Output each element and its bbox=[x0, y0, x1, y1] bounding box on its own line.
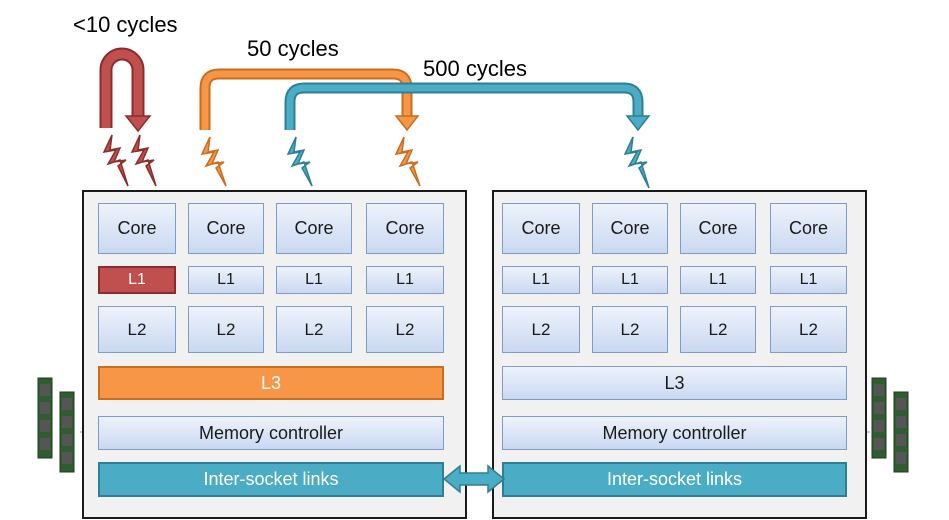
core-block: Core bbox=[770, 203, 847, 254]
l2-cache: L2 bbox=[188, 306, 264, 353]
request-bolts bbox=[102, 134, 650, 189]
core-block: Core bbox=[502, 203, 580, 254]
bolt-icon bbox=[286, 136, 313, 187]
l1-cache: L1 bbox=[188, 266, 264, 294]
l1-latency-arrow bbox=[99, 47, 152, 133]
remote-latency-arrow bbox=[284, 82, 651, 132]
l2-cache: L2 bbox=[276, 306, 352, 353]
l1-cache: L1 bbox=[366, 266, 444, 294]
l3-cache: L3 bbox=[502, 366, 847, 400]
bolt-icon bbox=[130, 134, 157, 187]
inter-socket-links: Inter-socket links bbox=[502, 462, 847, 497]
l1-latency-label: <10 cycles bbox=[73, 12, 178, 37]
l2-cache: L2 bbox=[770, 306, 847, 353]
memory-controller: Memory controller bbox=[502, 416, 847, 450]
l3-cache-accessed: L3 bbox=[98, 366, 444, 400]
l1-cache: L1 bbox=[680, 266, 756, 294]
bolt-icon bbox=[200, 136, 227, 187]
core-block: Core bbox=[680, 203, 756, 254]
bolt-icon bbox=[623, 136, 650, 189]
l3-latency-label: 50 cycles bbox=[247, 36, 339, 61]
bolt-icon bbox=[102, 134, 129, 187]
l1-cache: L1 bbox=[276, 266, 352, 294]
l3-latency-arrow bbox=[199, 68, 420, 132]
core-block: Core bbox=[366, 203, 444, 254]
remote-latency-label: 500 cycles bbox=[423, 56, 527, 81]
l2-cache: L2 bbox=[366, 306, 444, 353]
memory-module-icons-left bbox=[37, 377, 75, 473]
l2-cache: L2 bbox=[680, 306, 756, 353]
bolt-icon bbox=[394, 136, 421, 187]
l1-cache: L1 bbox=[770, 266, 847, 294]
l2-cache: L2 bbox=[592, 306, 668, 353]
l1-cache: L1 bbox=[502, 266, 580, 294]
l1-cache: L1 bbox=[592, 266, 668, 294]
core-block: Core bbox=[188, 203, 264, 254]
l1-cache-accessed: L1 bbox=[98, 266, 176, 294]
core-block: Core bbox=[276, 203, 352, 254]
l2-cache: L2 bbox=[98, 306, 176, 353]
core-block: Core bbox=[98, 203, 176, 254]
memory-module-icons-right bbox=[871, 377, 909, 473]
memory-controller: Memory controller bbox=[98, 416, 444, 450]
core-block: Core bbox=[592, 203, 668, 254]
inter-socket-links: Inter-socket links bbox=[98, 462, 444, 497]
l2-cache: L2 bbox=[502, 306, 580, 353]
